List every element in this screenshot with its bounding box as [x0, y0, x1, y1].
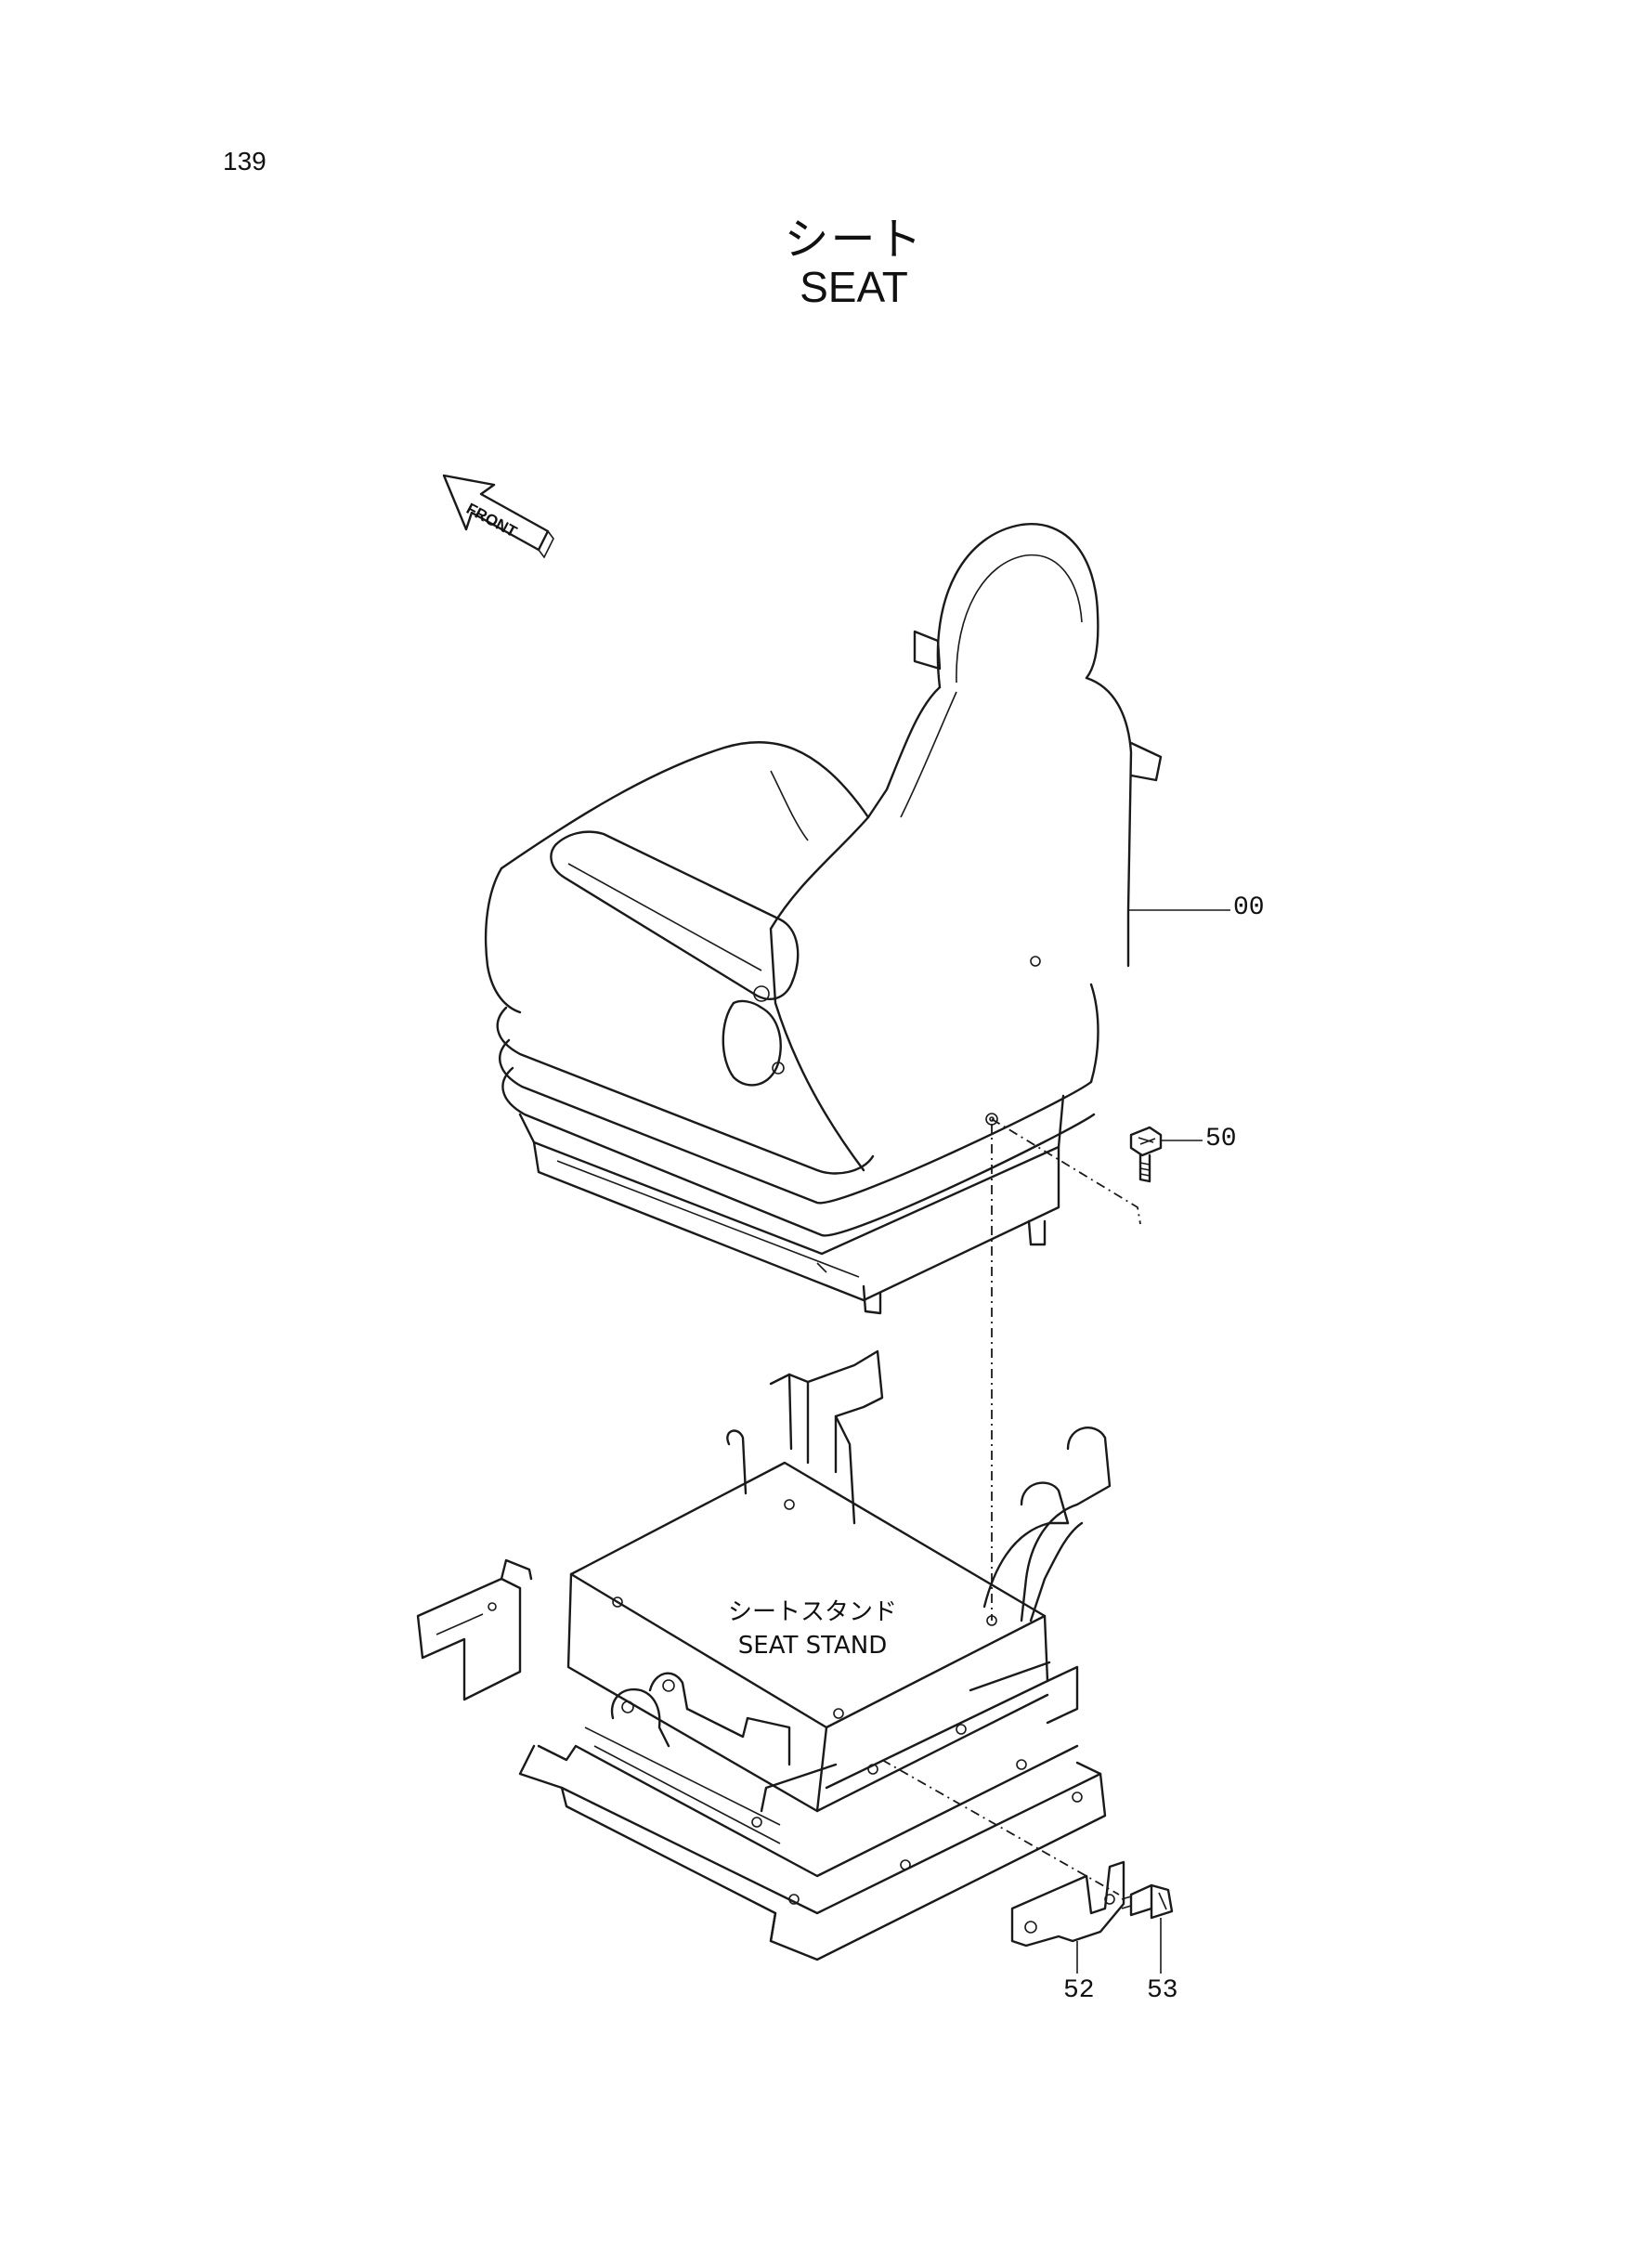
seat-stand-label: シートスタンド SEAT STAND	[701, 1596, 924, 1662]
title-english: SEAT	[800, 263, 908, 311]
seat-cushion	[484, 740, 870, 1014]
callout-50: 50	[1205, 1125, 1237, 1153]
bolt-50-icon	[1129, 1126, 1163, 1183]
callout-53: 53	[1147, 1976, 1178, 2005]
callout-52: 52	[1063, 1976, 1095, 2005]
seat-suspension-bellows	[496, 983, 1099, 1256]
seat-stand-frame	[416, 1349, 1112, 1961]
page-number: 139	[223, 147, 267, 176]
front-arrow-icon	[442, 474, 554, 559]
seat-stand-label-english: SEAT STAND	[737, 1632, 888, 1660]
title-japanese: シート	[784, 214, 924, 266]
bolt-53-icon	[1121, 1883, 1174, 1920]
seat-armrest	[550, 830, 800, 1087]
seat-stand-label-japanese: シートスタンド	[727, 1598, 897, 1626]
bolt-50-axis	[991, 1118, 1141, 1225]
seat-headrest	[913, 523, 1099, 689]
seat-backrest	[769, 676, 1163, 1172]
bracket-axis-line	[881, 1759, 1120, 1896]
seat-base-rail	[532, 1113, 1060, 1315]
callout-00: 00	[1233, 893, 1265, 922]
clamp-bracket-52-icon	[1010, 1860, 1125, 1948]
